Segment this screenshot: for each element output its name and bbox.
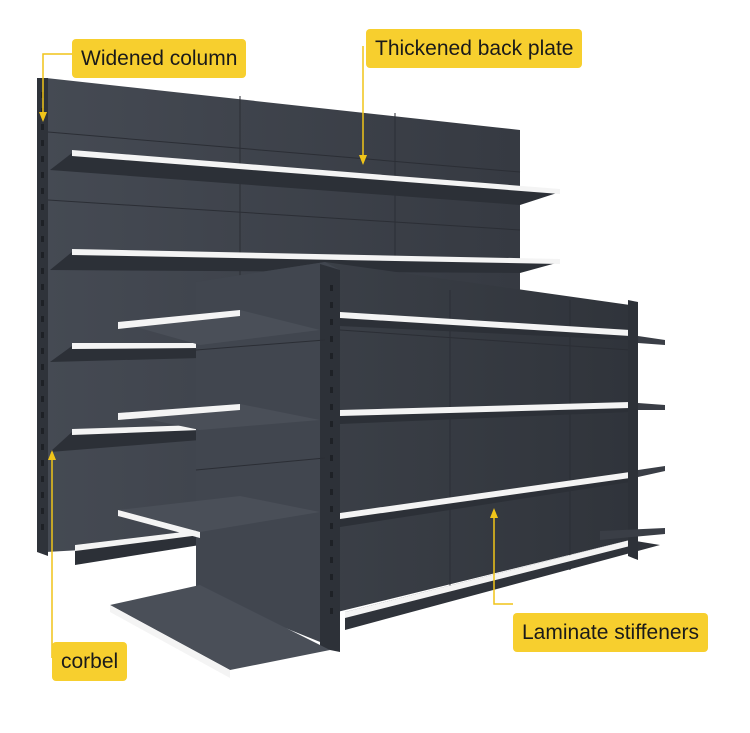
back-shelf-4 [50,425,200,452]
callout-thickened-back-plate: Thickened back plate [366,29,583,68]
callout-widened-column: Widened column [72,39,247,78]
callout-corbel: corbel [52,642,128,681]
leader-arrowheads [39,112,498,518]
left-shelf-1 [118,310,320,345]
right-base [345,540,660,630]
right-shelf-2 [340,402,630,424]
left-base [110,585,330,678]
back-base [75,530,200,565]
right-shelf-3 [340,472,630,527]
back-shelf-3 [50,343,200,362]
left-shelf-3 [118,496,320,538]
back-shelf-1 [50,150,560,205]
right-shelf-1 [340,312,630,340]
back-shelf-2 [50,249,560,273]
callout-laminate-stiffeners: Laminate stiffeners [513,613,709,652]
left-shelf-2 [118,404,320,430]
end-arms [600,336,665,540]
front-gondola-unit [110,262,665,678]
